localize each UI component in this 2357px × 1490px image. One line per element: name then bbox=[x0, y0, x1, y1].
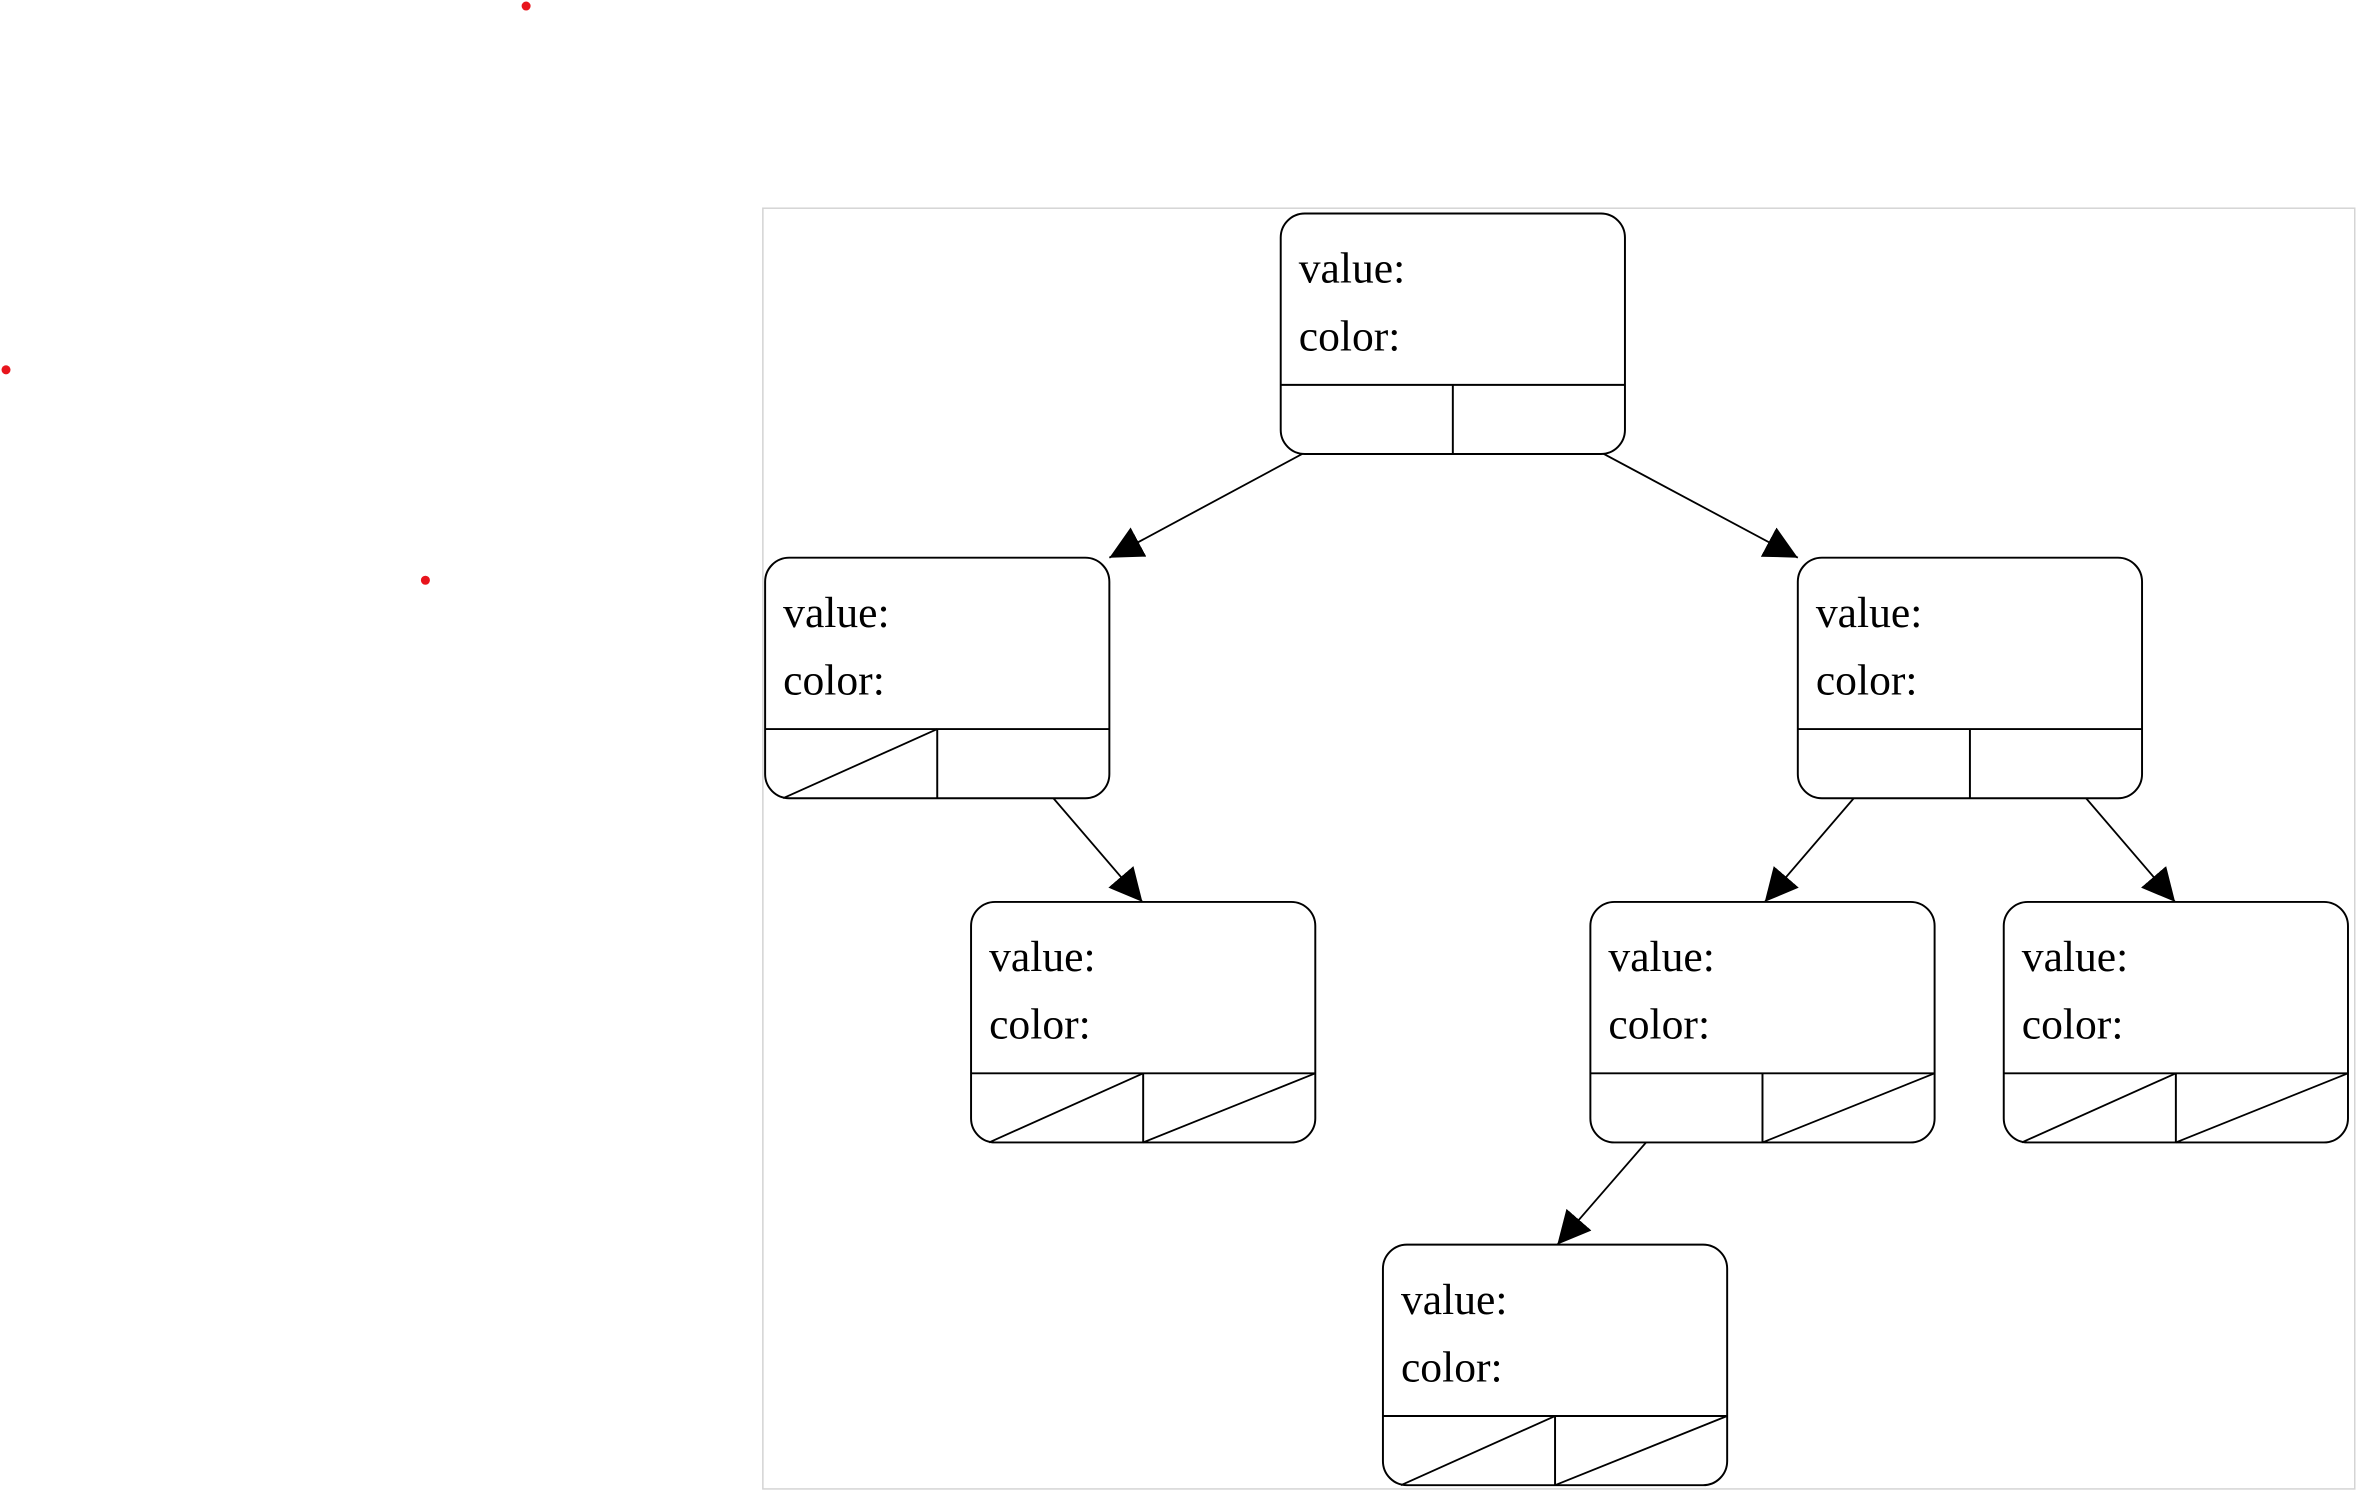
tree-node: value: color: bbox=[2002, 900, 2349, 1144]
color-label: color: bbox=[2022, 1001, 2124, 1049]
tree-node: value: color: bbox=[764, 556, 1111, 800]
value-label: value: bbox=[2022, 933, 2128, 981]
value-label: value: bbox=[1816, 589, 1922, 637]
tree-node: value: color: bbox=[1279, 212, 1626, 455]
tree-node: value: color: bbox=[1796, 556, 2144, 800]
value-label: value: bbox=[989, 933, 1095, 981]
left-null-pointer bbox=[2021, 1072, 2177, 1144]
right-null-pointer bbox=[1142, 1072, 1316, 1144]
right-null-pointer bbox=[1762, 1072, 1935, 1144]
red-marker-dot bbox=[1, 365, 11, 375]
left-null-pointer bbox=[988, 1072, 1144, 1144]
value-label: value: bbox=[1608, 933, 1714, 981]
tree-node: value: color: bbox=[1381, 1243, 1729, 1487]
red-marker-dot bbox=[420, 575, 430, 585]
color-label: color: bbox=[989, 1001, 1091, 1049]
color-label: color: bbox=[1401, 1343, 1503, 1391]
left-null-pointer bbox=[782, 728, 938, 800]
value-label: value: bbox=[1401, 1276, 1507, 1324]
right-null-pointer bbox=[1554, 1415, 1728, 1487]
value-label: value: bbox=[783, 589, 889, 637]
tree-node: value: color: bbox=[970, 900, 1317, 1144]
color-label: color: bbox=[1608, 1001, 1710, 1049]
tree-node: value: color: bbox=[1589, 900, 1936, 1144]
color-label: color: bbox=[1816, 656, 1918, 704]
color-label: color: bbox=[1299, 312, 1401, 360]
left-null-pointer bbox=[1400, 1415, 1556, 1486]
red-marker-dot bbox=[521, 1, 531, 11]
value-label: value: bbox=[1299, 245, 1405, 293]
color-label: color: bbox=[783, 656, 885, 704]
right-null-pointer bbox=[2175, 1072, 2349, 1144]
